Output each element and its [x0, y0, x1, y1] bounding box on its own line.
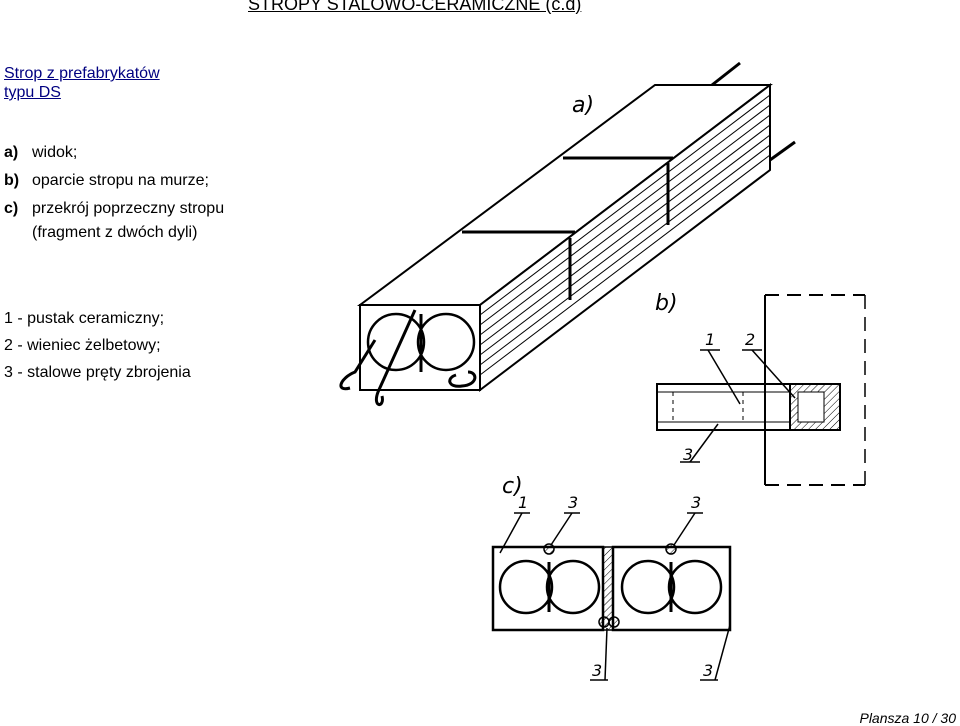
legend-item-c: c) przekrój poprzeczny stropu (fragment z…: [4, 196, 224, 244]
bar-hook-mid: [375, 309, 417, 406]
legend-tag-a: a): [4, 144, 19, 161]
unit-right-hollow-a: [620, 559, 676, 615]
callout-c3a: 3: [568, 493, 578, 512]
part-item-1: 1 - pustak ceramiczny;: [4, 310, 165, 327]
parts-list: 1 - pustak ceramiczny; 2 - wieniec żelbe…: [4, 305, 191, 386]
part-item-2: 2 - wieniec żelbetowy;: [4, 337, 161, 354]
rebar-joint-2: [608, 616, 620, 628]
callout-c3b: 3: [691, 493, 701, 512]
callout-c1: 1: [518, 493, 528, 512]
bar-hook-left: [339, 339, 377, 391]
subtitle-line-2: typu DS: [4, 84, 61, 101]
callout-c1-leader: [499, 512, 523, 554]
figure-a-view: [339, 61, 796, 406]
slab-side-ribs: [479, 94, 771, 376]
callout-c3a-leader: [550, 512, 573, 546]
callout-b1-leader: [707, 349, 741, 405]
unit-left-hollow-b: [545, 559, 601, 615]
callout-b2: 2: [745, 330, 755, 349]
figure-c-section: [491, 512, 732, 681]
callout-c3d-leader: [714, 624, 731, 681]
callout-c3d: 3: [703, 661, 713, 680]
label-fig-a: a): [572, 93, 594, 118]
figure-b-support: [656, 294, 866, 486]
ring-beam-core: [797, 391, 825, 423]
legend-item-b: b) oparcie stropu na murze;: [4, 168, 209, 194]
callout-c3c-leader: [604, 627, 608, 681]
callout-c3b-leader: [673, 512, 696, 546]
part-item-3: 3 - stalowe pręty zbrojenia: [4, 364, 191, 381]
bar-hook-right: [448, 370, 477, 388]
callout-b2-leader: [751, 349, 796, 399]
joint-grout: [602, 546, 614, 631]
unit-left-hollow-a: [498, 559, 554, 615]
callout-b1: 1: [705, 330, 715, 349]
legend-text-b: oparcie stropu na murze;: [32, 172, 209, 189]
label-fig-b: b): [655, 291, 678, 316]
rebar-top-left: [543, 543, 555, 555]
legend-text-c-cont: (fragment z dwóch dyli): [32, 224, 198, 241]
legend-item-a: a) widok;: [4, 140, 77, 166]
bar-top-1: [711, 61, 741, 87]
legend-text-a: widok;: [32, 144, 78, 161]
legend-tag-b: b): [4, 172, 20, 189]
bar-top-2: [769, 140, 796, 162]
page-title: STROPY STALOWO-CERAMICZNE (c.d): [248, 0, 582, 14]
callout-b3-leader: [689, 423, 719, 463]
legend-tag-c: c): [4, 200, 19, 217]
subtitle: Strop z prefabrykatów typu DS: [4, 64, 160, 102]
callout-b3: 3: [683, 445, 693, 464]
label-fig-c: c): [502, 474, 523, 499]
unit-right-hollow-b: [667, 559, 723, 615]
hollow-right: [416, 312, 476, 372]
rebar-joint-1: [598, 616, 610, 628]
page-number: Plansza 10 / 30: [859, 710, 956, 726]
hollow-left: [366, 312, 426, 372]
legend-text-c: przekrój poprzeczny stropu: [32, 200, 225, 217]
rebar-top-right: [665, 543, 677, 555]
subtitle-line-1: Strop z prefabrykatów: [4, 65, 160, 82]
callout-c3c: 3: [592, 661, 602, 680]
slab-section: [656, 383, 791, 431]
